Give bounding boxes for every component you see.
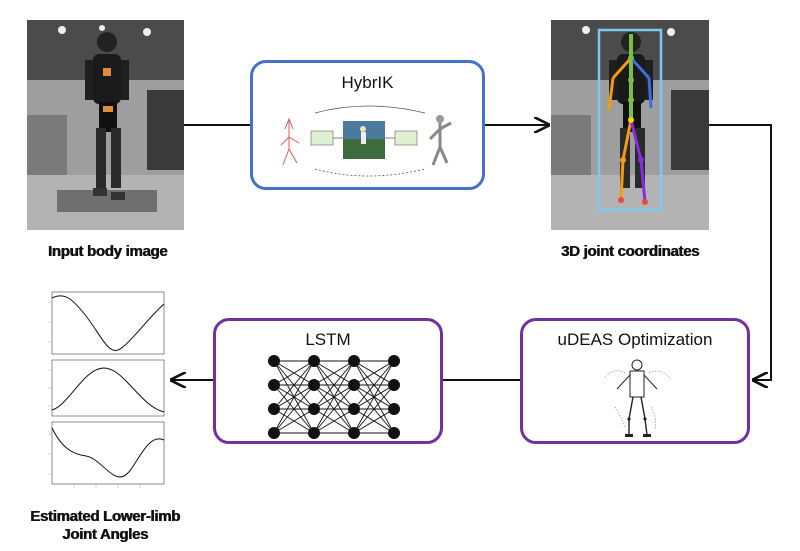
lstm-node: [388, 403, 400, 415]
lstm-connection: [273, 408, 315, 434]
lstm-connection: [273, 360, 315, 386]
knee-angle-panel: [51, 359, 165, 417]
lstm-node: [388, 355, 400, 367]
udeas-skeleton-figure: [604, 359, 672, 437]
udeas-optimization-block: uDEAS Optimization: [520, 318, 750, 444]
lstm-network-figure: [268, 355, 400, 439]
lstm-title: LSTM: [305, 330, 351, 349]
hybrik-block: HybrIK: [250, 60, 485, 190]
caption-estimated-joint-angles: Estimated Lower-limb Joint Angles: [5, 508, 205, 544]
lstm-block: LSTM: [213, 318, 443, 444]
lstm-connection: [313, 360, 355, 410]
lstm-node: [308, 427, 320, 439]
lstm-node: [348, 403, 360, 415]
lstm-node: [268, 379, 280, 391]
person-bounding-box: [597, 28, 663, 212]
lstm-node: [268, 403, 280, 415]
lstm-connection: [313, 408, 355, 434]
udeas-title: uDEAS Optimization: [557, 330, 713, 349]
lstm-node: [268, 427, 280, 439]
lstm-connection: [273, 360, 315, 410]
lstm-node: [348, 427, 360, 439]
lstm-connection: [353, 360, 395, 410]
lstm-node: [308, 403, 320, 415]
lstm-connection: [353, 360, 395, 386]
lstm-node: [268, 355, 280, 367]
hip-angle-curve: [51, 295, 165, 351]
lstm-node: [308, 379, 320, 391]
lstm-node: [388, 379, 400, 391]
caption-input-body-image: Input body image: [47, 243, 168, 260]
knee-angle-curve: [51, 367, 165, 413]
lstm-node: [348, 379, 360, 391]
lstm-connection: [313, 360, 355, 434]
lstm-connection: [313, 360, 355, 386]
ankle-angle-panel: [51, 421, 165, 485]
lstm-connection: [353, 360, 395, 434]
lstm-connection: [313, 384, 355, 434]
lstm-connection: [273, 384, 315, 434]
lstm-connection: [353, 408, 395, 434]
lstm-connection: [273, 360, 315, 434]
ankle-angle-curve: [51, 427, 165, 478]
hybrik-title: HybrIK: [341, 73, 394, 92]
hybrik-pipeline-figure: [280, 105, 452, 177]
lstm-node: [348, 355, 360, 367]
joint-angle-plots: [48, 291, 165, 488]
arrow-joints-to-udeas: [709, 124, 772, 380]
input-body-photo: [27, 20, 184, 230]
caption-estimated-line2: Joint Angles: [62, 526, 148, 543]
joint-coordinates-photo: [551, 20, 709, 230]
lstm-node: [388, 427, 400, 439]
caption-estimated-line1: Estimated Lower-limb: [30, 508, 180, 525]
lstm-connection: [353, 384, 395, 434]
lstm-node: [308, 355, 320, 367]
caption-3d-joint-coordinates: 3D joint coordinates: [560, 243, 700, 260]
